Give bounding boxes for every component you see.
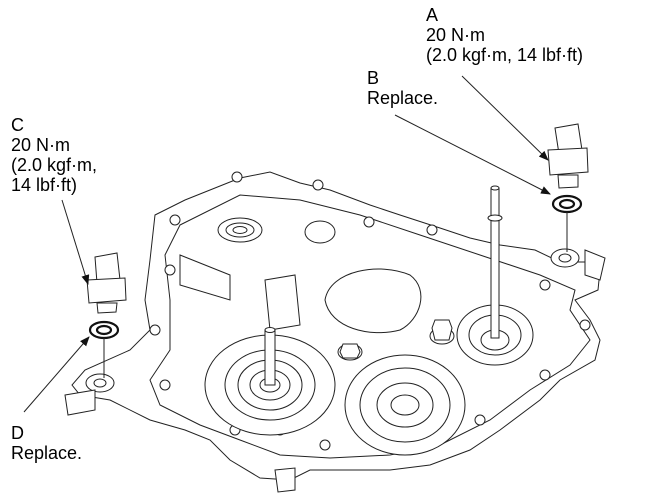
callout-c: C 20 N·m (2.0 kgf·m, 14 lbf·ft) <box>11 115 97 195</box>
callout-a-torque: 20 N·m <box>426 25 486 45</box>
callout-d-note: Replace. <box>11 443 83 463</box>
washer-d <box>88 320 120 340</box>
switch-a <box>547 123 589 189</box>
callout-a-torque-alt: (2.0 kgf·m, 14 lbf·ft) <box>426 45 584 65</box>
switch-c <box>86 252 127 314</box>
shaft-right <box>487 185 503 339</box>
bolt <box>429 319 455 345</box>
callout-c-torque-alt-2: 14 lbf·ft) <box>11 175 78 195</box>
callout-a-letter: A <box>426 5 439 25</box>
shaft-left <box>264 327 276 386</box>
callout-d: D Replace. <box>11 423 82 463</box>
leader-d <box>23 336 90 413</box>
leader-b <box>394 114 551 195</box>
callout-c-torque-alt-1: (2.0 kgf·m, <box>11 155 98 175</box>
washer-b <box>551 194 583 214</box>
callout-c-letter: C <box>11 115 24 135</box>
bolt <box>337 343 363 361</box>
callout-b-note: Replace. <box>367 88 439 108</box>
callout-c-torque: 20 N·m <box>11 135 71 155</box>
callout-b-letter: B <box>367 68 380 88</box>
leader-a <box>461 75 549 161</box>
callout-b: B Replace. <box>367 68 438 108</box>
transmission-housing <box>64 171 606 493</box>
leader-c <box>61 199 90 285</box>
callout-d-letter: D <box>11 423 24 443</box>
callout-a: A 20 N·m (2.0 kgf·m, 14 lbf·ft) <box>426 5 583 65</box>
